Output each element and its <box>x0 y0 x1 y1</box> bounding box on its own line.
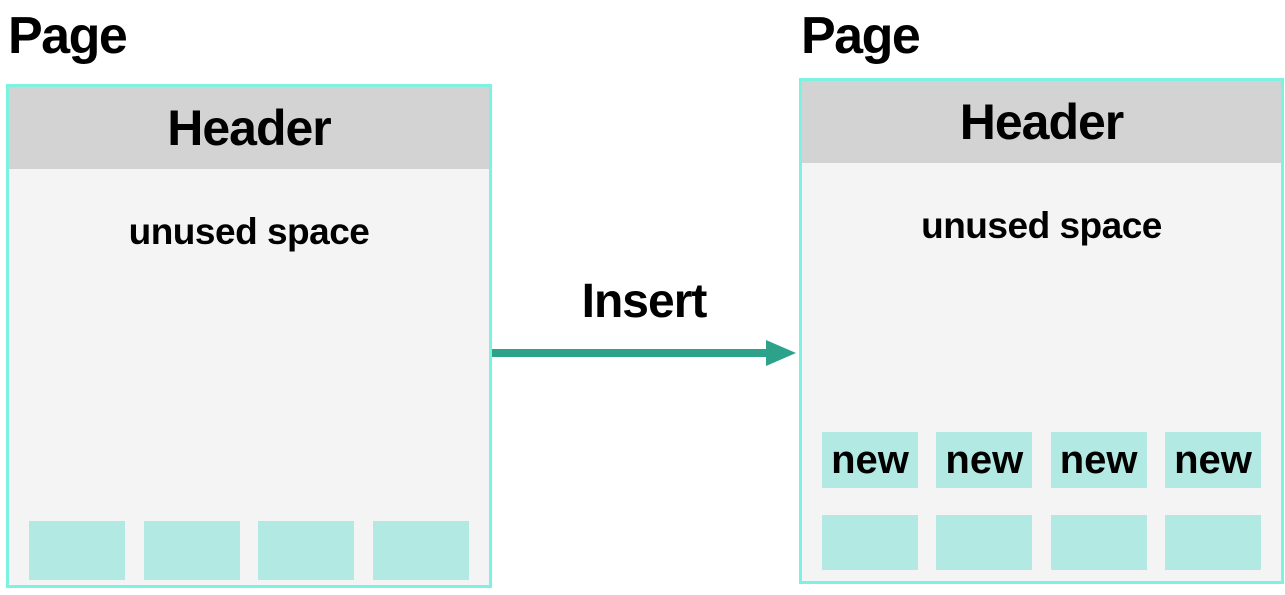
content-block <box>143 521 240 580</box>
content-block <box>822 515 918 570</box>
new-content-block: new <box>1050 432 1147 488</box>
content-block <box>1164 515 1261 570</box>
page-title-after: Page <box>801 7 921 65</box>
page-body-before: unused space <box>9 169 489 585</box>
page-header-after: Header <box>802 81 1281 163</box>
existing-block-row-after <box>802 515 1281 570</box>
unused-space-label-after: unused space <box>921 205 1162 246</box>
new-content-block: new <box>822 432 918 488</box>
page-after: Page Header unused space new new new new <box>799 4 1284 584</box>
right-arrow-icon <box>492 340 796 366</box>
new-content-block: new <box>936 432 1033 488</box>
insert-annotation: Insert <box>492 274 796 368</box>
page-title-before: Page <box>8 7 128 65</box>
new-content-block: new <box>1164 432 1261 488</box>
page-frame-after: Header unused space new new new new <box>799 78 1284 584</box>
page-before: Page Header unused space <box>6 4 492 588</box>
content-block <box>936 515 1033 570</box>
content-block <box>1050 515 1147 570</box>
content-block <box>372 521 469 580</box>
page-body-after: unused space new new new new <box>802 163 1281 581</box>
content-block <box>258 521 355 580</box>
page-header-before: Header <box>9 87 489 169</box>
insert-label: Insert <box>581 275 708 328</box>
unused-space-label-before: unused space <box>128 211 370 252</box>
new-block-row-after: new new new new <box>802 432 1281 488</box>
existing-block-row-before <box>9 521 489 580</box>
page-frame-before: Header unused space <box>6 84 492 588</box>
content-block <box>29 521 125 580</box>
